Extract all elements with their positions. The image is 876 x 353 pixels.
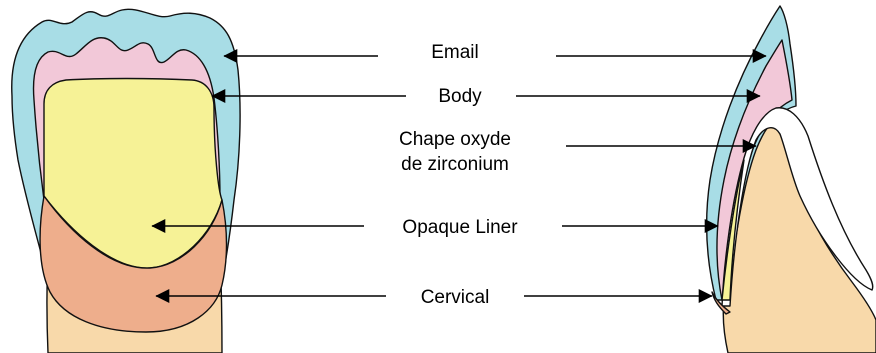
chape-layer-side [721, 107, 874, 307]
label-cervical: Cervical [421, 287, 490, 308]
opaque-liner-layer-side [721, 159, 745, 301]
label-chape-line2: de zirconium [401, 154, 509, 175]
side-view-tooth [705, 5, 876, 353]
label-chape-line1: Chape oxyde [399, 129, 511, 150]
cervical-layer-front [39, 195, 228, 333]
front-view-tooth [11, 8, 241, 353]
label-opaque-liner: Opaque Liner [402, 217, 518, 238]
label-body: Body [438, 86, 482, 107]
label-email: Email [431, 42, 479, 63]
cervical-layer-side [711, 291, 731, 315]
